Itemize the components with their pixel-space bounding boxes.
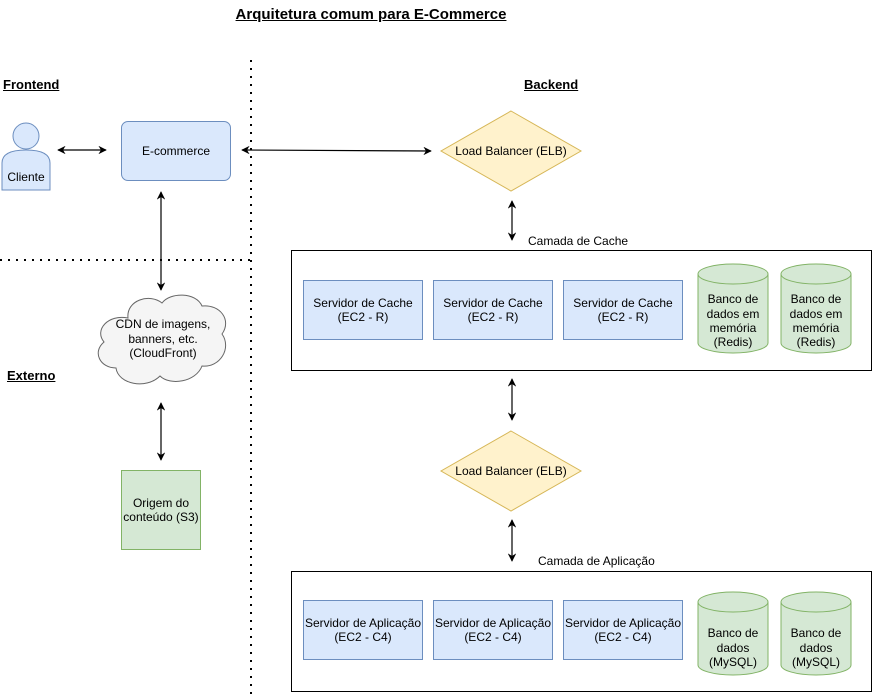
redis-db-label-2: Banco de dados em memória (Redis) (789, 292, 843, 350)
origin-s3-box[interactable]: Origem do conteúdo (S3) (121, 470, 201, 550)
load-balancer-bottom-diamond[interactable] (439, 430, 583, 512)
mysql-db-label-2: Banco de dados (MySQL) (790, 626, 842, 670)
mysql-db-label-1: Banco de dados (MySQL) (707, 626, 759, 670)
app-server-2[interactable]: Servidor de Aplicação (EC2 - C4) (433, 600, 553, 660)
load-balancer-top-label: Load Balancer (ELB) (455, 143, 567, 158)
app-layer-label: Camada de Aplicação (538, 554, 655, 568)
section-frontend: Frontend (3, 77, 60, 92)
load-balancer-top-diamond[interactable] (439, 110, 583, 192)
redis-db-label-1: Banco de dados em memória (Redis) (706, 292, 760, 350)
client-person-icon[interactable] (1, 122, 51, 191)
cdn-cloud-shape[interactable] (97, 294, 227, 385)
app-server-3[interactable]: Servidor de Aplicação (EC2 - C4) (563, 600, 683, 660)
client-label: Cliente (7, 169, 45, 184)
section-externo: Externo (7, 368, 56, 383)
section-backend: Backend (524, 77, 579, 92)
load-balancer-bottom-label: Load Balancer (ELB) (455, 463, 567, 478)
cache-layer-label: Camada de Cache (528, 234, 629, 248)
app-server-1[interactable]: Servidor de Aplicação (EC2 - C4) (303, 600, 423, 660)
cdn-label: CDN de imagens, banners, etc. (CloudFron… (115, 317, 211, 361)
cache-server-3[interactable]: Servidor de Cache (EC2 - R) (563, 280, 683, 340)
ecommerce-box[interactable]: E-commerce (121, 121, 231, 181)
cache-server-1[interactable]: Servidor de Cache (EC2 - R) (303, 280, 423, 340)
cache-server-2[interactable]: Servidor de Cache (EC2 - R) (433, 280, 553, 340)
diagram-title: Arquitetura comum para E-Commerce (235, 6, 507, 23)
